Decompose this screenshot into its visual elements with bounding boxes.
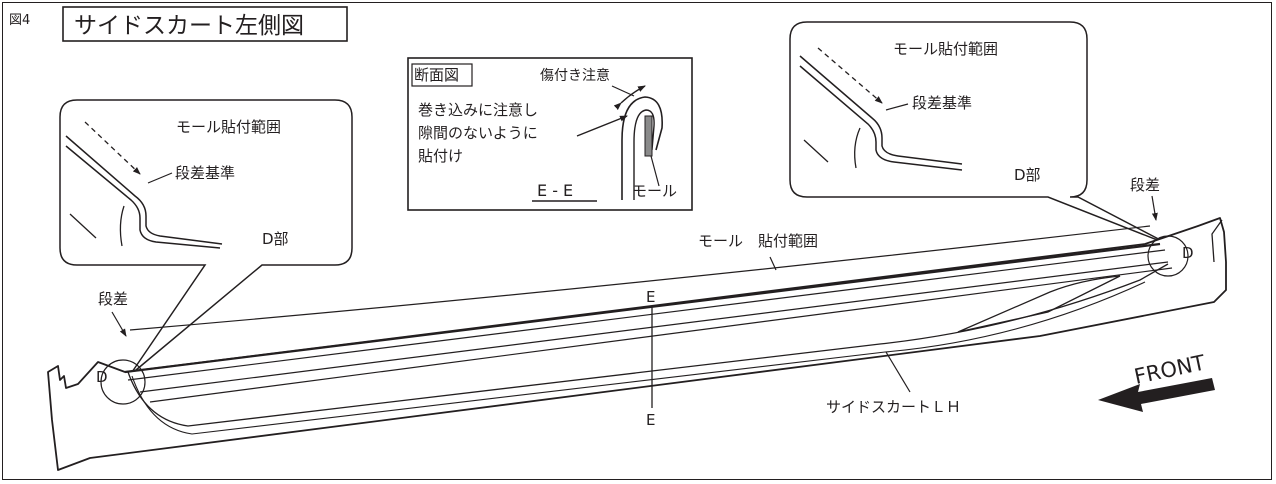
step-right-arrow [1151, 195, 1158, 221]
mold-range-line [129, 225, 1151, 331]
step-left-arrow [111, 311, 127, 337]
mold-range-leader [769, 256, 777, 271]
detail-right-line-3 [803, 139, 829, 163]
step-right: 段差 [1130, 176, 1160, 194]
section-bottom-label: E [646, 411, 655, 429]
section-label-box [411, 63, 473, 87]
flaw-dimension-arrow [613, 85, 646, 110]
instruction-leader [576, 115, 628, 137]
figure-number: 図4 [9, 13, 30, 28]
detail-left-range: モール貼付範囲 [176, 118, 281, 136]
mold-strip [644, 115, 653, 157]
point-left-label: D [96, 368, 108, 386]
side-skirt-outline [47, 217, 1227, 471]
detail-left-bubble [59, 99, 353, 376]
instruction-line-3: 貼付け [418, 147, 463, 165]
mold-range-label: モール 貼付範囲 [698, 232, 818, 250]
section-label: 断面図 [414, 66, 459, 84]
step-left: 段差 [98, 290, 128, 308]
instruction-line-1: 巻き込みに注意し [418, 101, 538, 119]
instruction-line-2: 隙間のないように [418, 124, 538, 142]
skirt-upper-inner [127, 249, 1166, 381]
detail-left-part: D部 [262, 230, 289, 248]
section-inner-profile [633, 109, 655, 200]
detail-right-range: モール貼付範囲 [893, 40, 998, 58]
figure-title: サイドスカート左側図 [74, 13, 304, 39]
skirt-upper-edge [124, 242, 1161, 374]
detail-left-edge-2 [65, 145, 221, 249]
skirt-lower-contour-2 [131, 281, 1146, 435]
skirt-rear-flange [1211, 219, 1223, 263]
mold-leader [650, 155, 660, 187]
title-box [62, 6, 348, 42]
skirt-lower-contour [127, 263, 1169, 427]
skirt-rear-recess [957, 275, 1121, 333]
point-left-circle [100, 359, 146, 405]
detail-right-line-4 [854, 127, 861, 169]
detail-left-edge-1 [65, 135, 223, 245]
detail-left-dashed-arrow [84, 121, 141, 175]
mold-label: モール [632, 182, 677, 200]
detail-left-line-4 [119, 205, 125, 247]
section-top-label: E [646, 288, 655, 306]
section-name: E - E [537, 181, 573, 200]
detail-left-step-leader [147, 172, 173, 184]
point-right-label: D [1182, 244, 1194, 262]
detail-right-edge-2 [799, 65, 963, 171]
part-name-leader [885, 351, 911, 393]
section-profile [621, 96, 663, 200]
detail-left-step: 段差基準 [175, 164, 235, 182]
detail-right-step: 段差基準 [912, 94, 972, 112]
front-arrow [1098, 378, 1215, 412]
detail-right-step-leader [885, 103, 909, 111]
detail-right-edge-1 [799, 55, 963, 165]
skirt-mid-line-2 [149, 267, 1173, 403]
detail-left-line-3 [69, 213, 97, 239]
flaw-note: 傷付き注意 [540, 67, 610, 84]
detail-right-part: D部 [1014, 166, 1041, 184]
point-right-circle [1147, 235, 1189, 277]
skirt-mid-line-1 [139, 261, 1169, 393]
part-name: サイドスカートＬＨ [826, 398, 961, 416]
